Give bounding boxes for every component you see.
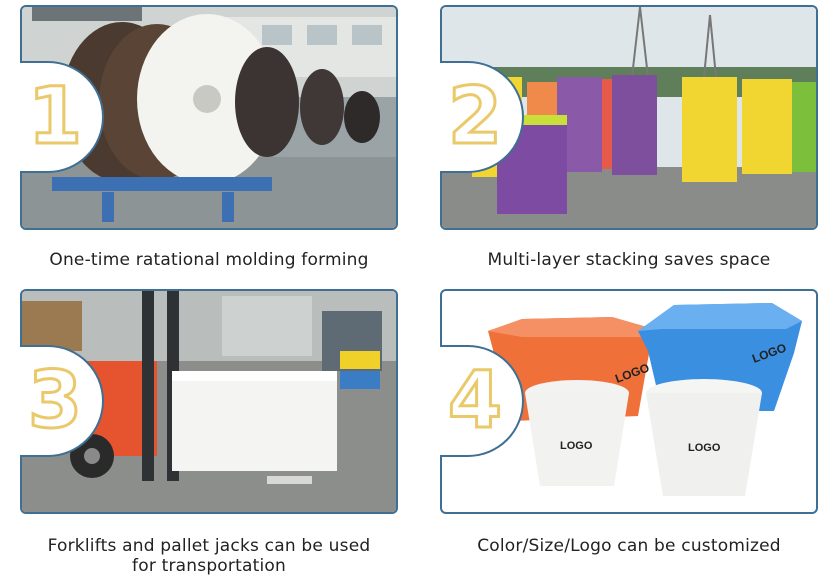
caption-step-3: Forklifts and pallet jacks can be used f… [47,536,371,576]
step-number: 3 [26,356,83,446]
caption-step-2: Multi-layer stacking saves space [487,250,771,270]
step-number: 2 [446,72,503,162]
forklift-illustration [22,291,396,512]
photo-forklift [20,289,398,514]
step-number: 4 [446,356,503,446]
caption-step-1: One-time ratational molding forming [49,250,369,270]
step-number: 1 [26,72,83,162]
colored-tanks-illustration: LOGO LOGO LOGO LOGO [488,303,802,496]
logo-white-right: LOGO [688,442,721,454]
caption-step-4: Color/Size/Logo can be customized [477,536,781,556]
logo-white-left: LOGO [560,440,593,452]
